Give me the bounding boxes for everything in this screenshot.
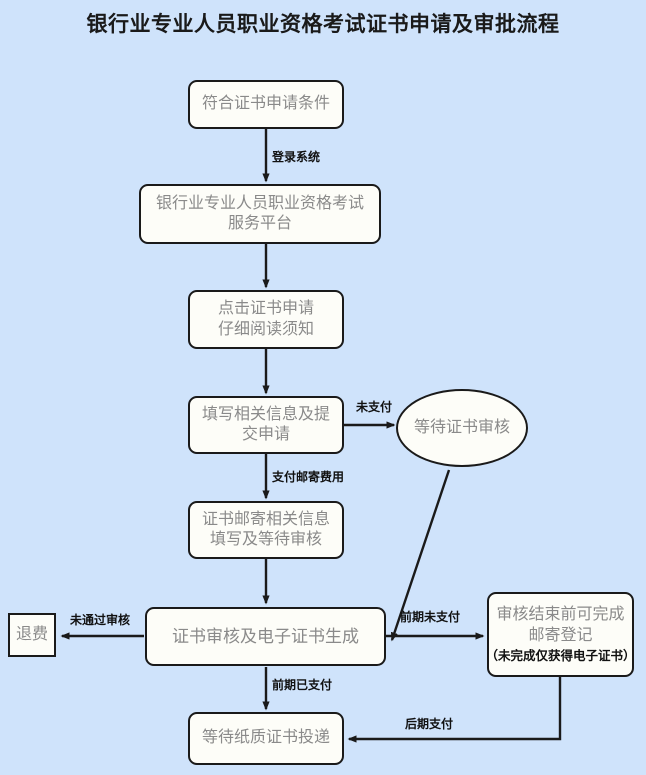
node-mail-info-line1: 证书邮寄相关信息 [201, 510, 330, 528]
node-fill-submit[interactable]: 填写相关信息及提 交申请 [188, 396, 344, 454]
edge-label-prior-unpaid: 前期未支付 [400, 610, 461, 624]
edge-label-unpaid: 未支付 [356, 400, 393, 414]
node-await-review-line1: 等待证书审核 [413, 418, 510, 436]
edge-label-pay-mail-fee: 支付邮寄费用 [272, 470, 345, 484]
node-await-delivery[interactable]: 等待纸质证书投递 [188, 712, 344, 765]
node-platform-line1: 银行业专业人员职业资格考试 [155, 194, 364, 212]
node-click-apply-line1: 点击证书申请 [217, 300, 314, 318]
node-mail-info[interactable]: 证书邮寄相关信息 填写及等待审核 [188, 501, 344, 559]
node-platform[interactable]: 银行业专业人员职业资格考试 服务平台 [139, 184, 381, 244]
node-mail-info-line2: 填写及等待审核 [209, 531, 322, 548]
node-platform-line2: 服务平台 [227, 215, 292, 232]
node-eligible[interactable]: 符合证书申请条件 [188, 80, 344, 129]
node-fill-submit-line1: 填写相关信息及提 [201, 405, 330, 423]
edge-awaitreview-to-review [390, 469, 451, 642]
node-mail-register-line2: 邮寄登记 [528, 626, 593, 644]
node-await-review[interactable]: 等待证书审核 [396, 389, 528, 467]
node-await-delivery-line1: 等待纸质证书投递 [201, 729, 330, 747]
node-eligible-line1: 符合证书申请条件 [201, 95, 330, 113]
edge-label-review-failed: 未通过审核 [70, 613, 131, 627]
node-mail-register-note: （未完成仅获得电子证书） [485, 648, 636, 663]
node-refund[interactable]: 退费 [8, 613, 56, 657]
node-mail-register-line1: 审核结束前可完成 [496, 606, 625, 624]
node-fill-submit-line2: 交申请 [241, 426, 290, 443]
edge-label-later-paid: 后期支付 [405, 717, 454, 731]
edge-label-prior-paid: 前期已支付 [272, 678, 333, 692]
page-title: 银行业专业人员职业资格考试证书申请及审批流程 [86, 12, 560, 36]
node-click-apply[interactable]: 点击证书申请 仔细阅读须知 [188, 290, 344, 349]
node-refund-line1: 退费 [15, 625, 48, 643]
node-mail-register[interactable]: 审核结束前可完成 邮寄登记 （未完成仅获得电子证书） [485, 592, 636, 677]
edge-label-login-system: 登录系统 [272, 150, 321, 164]
node-review-generate[interactable]: 证书审核及电子证书生成 [145, 607, 386, 666]
node-click-apply-line2: 仔细阅读须知 [217, 320, 314, 338]
edge-mailregister-to-delivery [347, 677, 562, 743]
node-review-generate-line1: 证书审核及电子证书生成 [172, 626, 359, 646]
